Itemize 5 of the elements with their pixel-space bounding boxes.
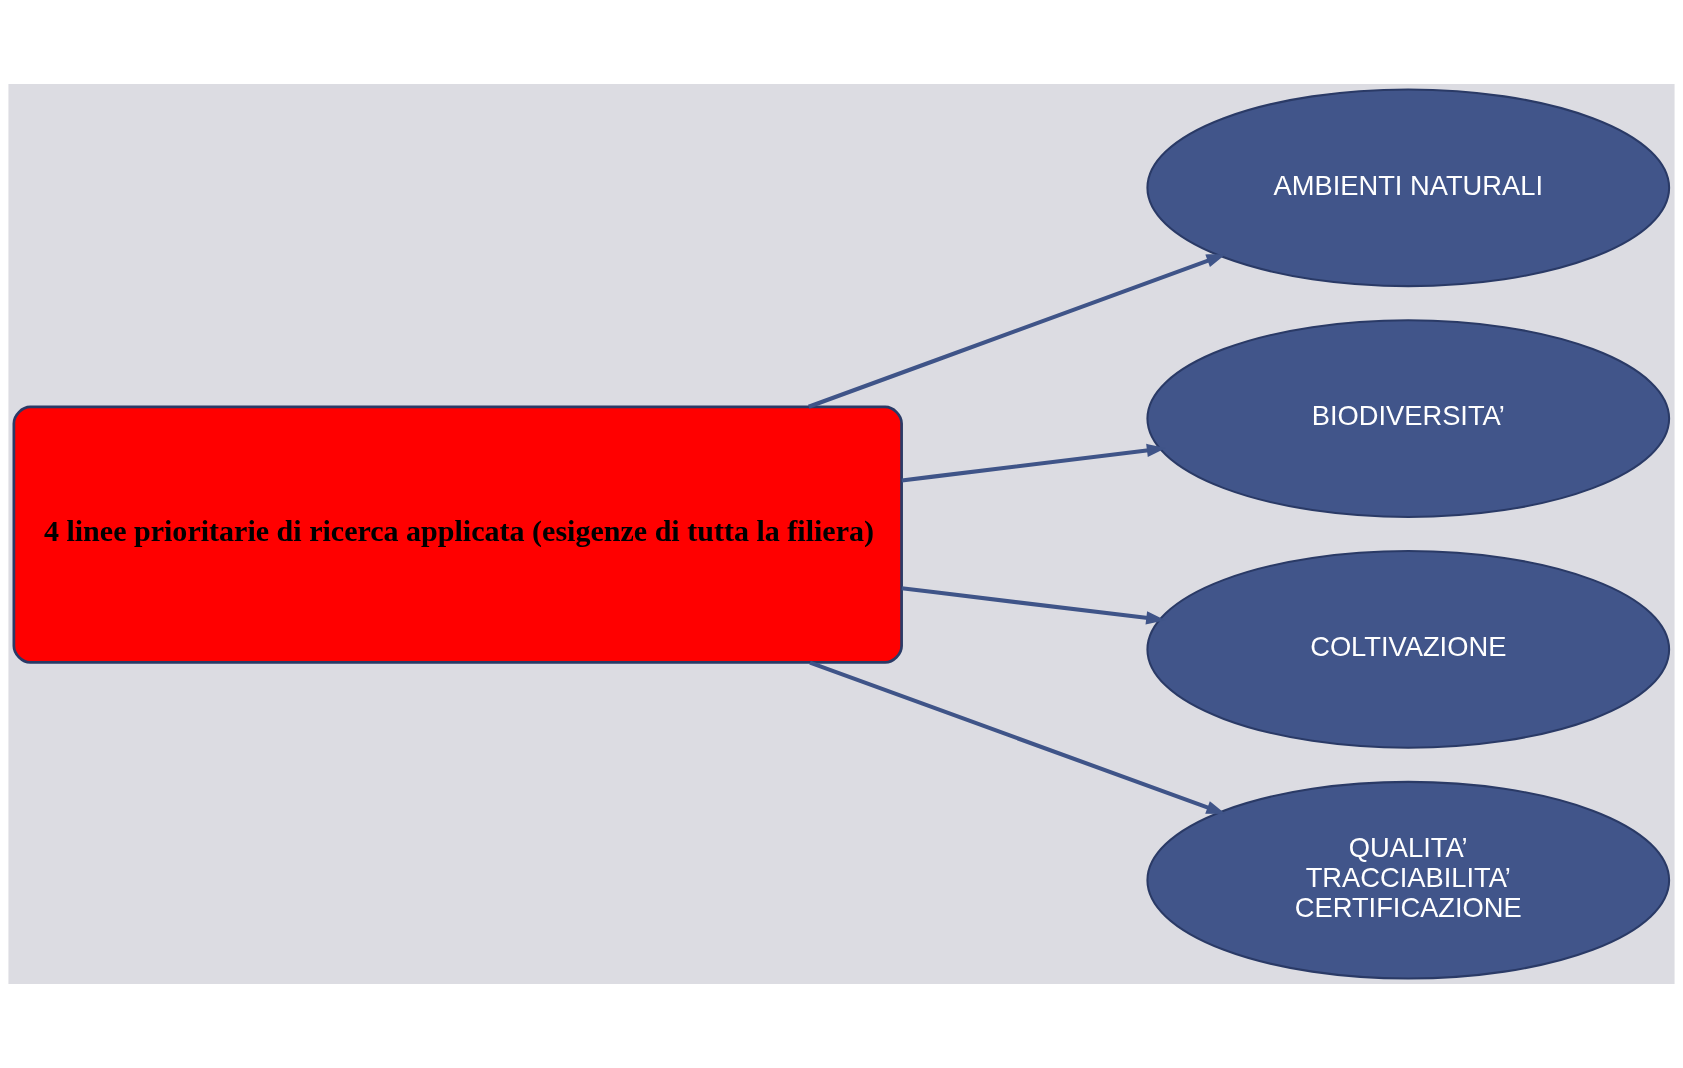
node-box: 4 linee prioritarie di ricerca applicata (esigenze di tutta la filiera) [12, 405, 903, 664]
node-ellipse: AMBIENTI NATURALI [1146, 88, 1671, 288]
node-ellipse: QUALITA’ TRACCIABILITA’ CERTIFICAZIONE [1146, 780, 1671, 980]
arrow [807, 254, 1226, 409]
arrow [809, 660, 1226, 815]
